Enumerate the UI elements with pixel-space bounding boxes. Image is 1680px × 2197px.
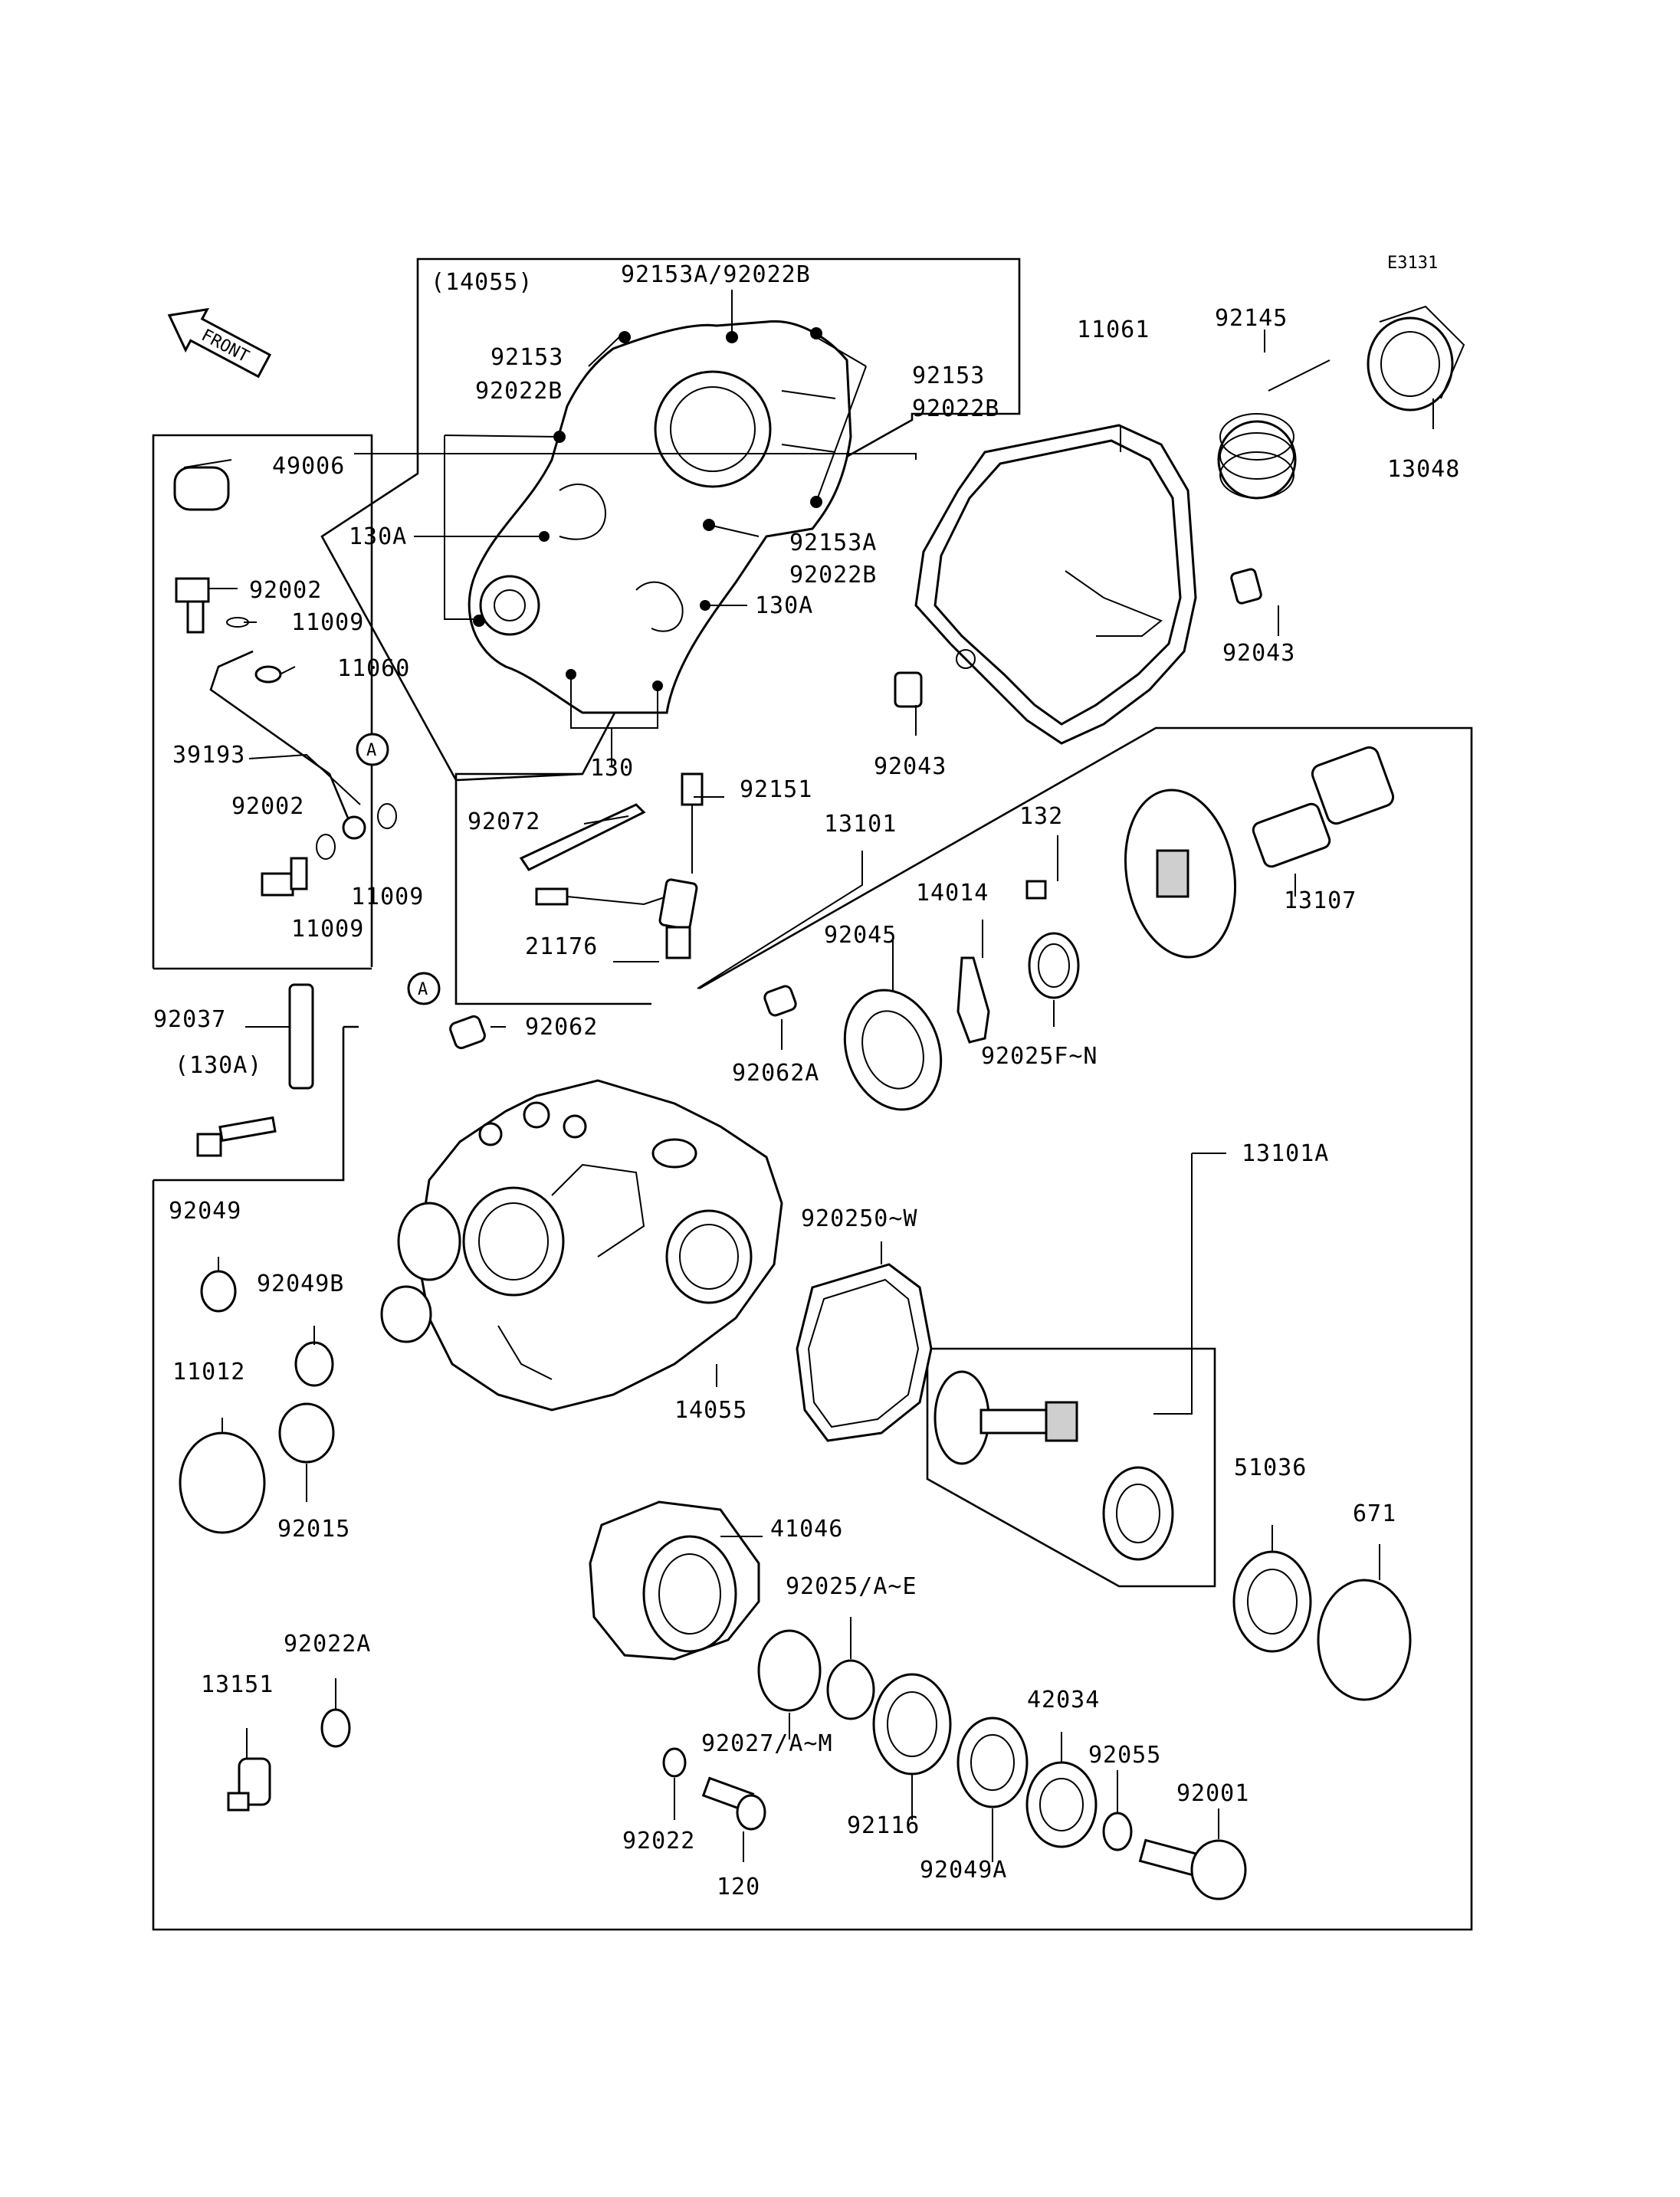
bolt-132: [1025, 880, 1047, 900]
label-42034: 42034: [1027, 1687, 1100, 1713]
label-92055: 92055: [1088, 1742, 1161, 1769]
label-14055-ref: (14055): [431, 269, 533, 296]
label-92049A: 92049A: [920, 1857, 1007, 1884]
label-13107: 13107: [1284, 887, 1357, 914]
label-92022B-left: 92022B: [475, 378, 563, 405]
label-92043-right: 92043: [1222, 640, 1295, 667]
label-92022B-right: 92022B: [912, 395, 999, 422]
label-120: 120: [717, 1874, 760, 1900]
label-132: 132: [1019, 803, 1063, 830]
ring-gear: [1124, 789, 1237, 959]
shaft-13107: [1252, 746, 1395, 868]
bracket-14014: [956, 956, 990, 1044]
shim-92025F: [1028, 932, 1080, 999]
lower-parts: [589, 1500, 1247, 1900]
label-92049: 92049: [169, 1198, 241, 1225]
label-51036: 51036: [1234, 1454, 1307, 1481]
label-671: 671: [1353, 1500, 1396, 1527]
label-11012: 11012: [172, 1359, 245, 1385]
label-21176: 21176: [525, 933, 598, 960]
label-11060: 11060: [337, 655, 410, 682]
label-92027-A-M: 92027/A~M: [701, 1730, 833, 1757]
label-41046: 41046: [770, 1516, 843, 1543]
label-130A-left: 130A: [349, 523, 407, 550]
housing-14055: [397, 1079, 783, 1412]
label-92022B-mid: 92022B: [789, 562, 877, 589]
label-11061: 11061: [1077, 316, 1150, 343]
label-92116: 92116: [847, 1812, 920, 1839]
callout-A-lower: A: [418, 980, 428, 999]
label-92153A-92022B: 92153A/92022B: [621, 261, 811, 288]
label-92025F-N: 92025F~N: [981, 1043, 1098, 1070]
label-39193: 39193: [172, 742, 245, 769]
label-92151: 92151: [740, 776, 812, 803]
cover-plate: [468, 320, 852, 714]
gear-13048: [1367, 305, 1465, 412]
dowel-92043-left: [894, 671, 923, 708]
leader-lines: [183, 290, 1434, 1862]
label-92043-left: 92043: [874, 753, 947, 780]
label-92153A: 92153A: [789, 530, 877, 556]
label-130A-ref: (130A): [175, 1052, 262, 1079]
left-parts: A A: [173, 466, 797, 1812]
label-92022A: 92022A: [284, 1631, 371, 1658]
label-92062: 92062: [525, 1014, 598, 1041]
label-92002-top: 92002: [249, 577, 322, 604]
front-arrow: FRONT: [167, 307, 272, 379]
part-labels: (14055) 92153A/92022B 92153 92022B 92153…: [153, 261, 1460, 1900]
label-92001: 92001: [1176, 1780, 1249, 1807]
label-92045: 92045: [824, 922, 897, 949]
bearing-92045: [843, 989, 943, 1111]
label-49006: 49006: [272, 453, 345, 480]
label-14055: 14055: [674, 1397, 747, 1424]
gasket-920250: [796, 1263, 933, 1442]
callout-A-upper: A: [366, 741, 376, 760]
label-92015: 92015: [277, 1516, 350, 1543]
label-92049B: 92049B: [257, 1271, 344, 1297]
inset-13101A: [934, 1370, 1174, 1561]
label-13101: 13101: [824, 811, 897, 838]
label-92002-bot: 92002: [231, 793, 304, 820]
label-92062A: 92062A: [732, 1060, 819, 1087]
label-11009-bot-right: 11009: [351, 884, 424, 910]
label-11009-bot-left: 11009: [291, 916, 364, 943]
label-92145: 92145: [1215, 305, 1288, 332]
label-92153-right: 92153: [912, 362, 985, 389]
label-92025-A-E: 92025/A~E: [786, 1573, 917, 1600]
label-130A-right: 130A: [755, 592, 813, 619]
label-13101A: 13101A: [1242, 1140, 1329, 1167]
diagram-id: E3131: [1387, 254, 1438, 273]
label-92022: 92022: [622, 1828, 695, 1854]
spring-92145: [1217, 413, 1297, 500]
label-13048: 13048: [1387, 456, 1460, 483]
label-14014: 14014: [916, 880, 989, 907]
label-13151: 13151: [201, 1671, 274, 1698]
label-92072: 92072: [468, 808, 540, 835]
gasket-11061: [914, 424, 1197, 745]
seal-51036: [1232, 1550, 1312, 1653]
label-11009-top: 11009: [291, 609, 364, 636]
label-92037: 92037: [153, 1006, 226, 1033]
sensor-assembly: [519, 772, 704, 959]
label-92153-left: 92153: [491, 344, 563, 371]
oring-671: [1317, 1579, 1412, 1701]
dowel-92043-right: [1230, 568, 1262, 605]
label-130: 130: [590, 755, 634, 782]
label-920250-W: 920250~W: [801, 1205, 918, 1232]
